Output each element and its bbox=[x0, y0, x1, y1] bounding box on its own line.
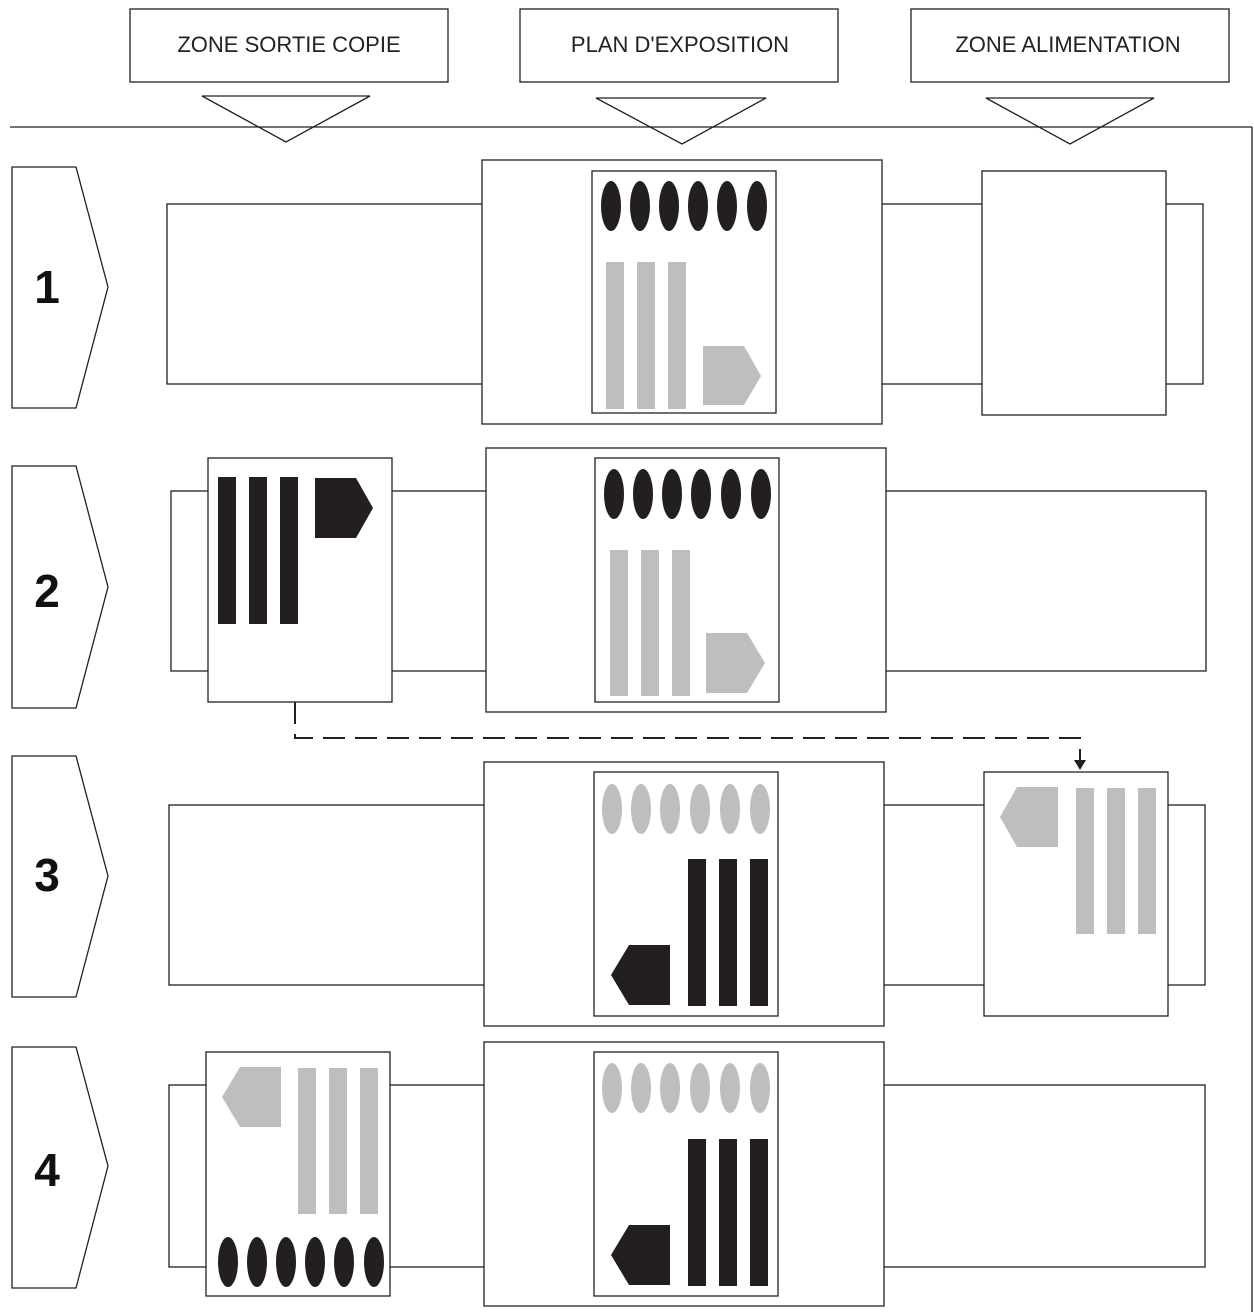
pentagon-gray bbox=[1000, 787, 1058, 847]
transfer-arrow bbox=[294, 702, 1086, 770]
step-number: 3 bbox=[34, 849, 60, 901]
bars-black bbox=[218, 477, 298, 624]
bars-gray bbox=[610, 550, 690, 696]
feed-tray bbox=[883, 490, 1207, 672]
bars-gray bbox=[298, 1068, 378, 1214]
output-tray bbox=[168, 804, 486, 986]
step-marker-2: 2 bbox=[11, 465, 109, 709]
pentagon-black bbox=[611, 945, 670, 1005]
pentagon-gray bbox=[706, 633, 765, 693]
bars-black bbox=[688, 859, 768, 1006]
ellipse-row-gray bbox=[602, 784, 770, 834]
header-zone-alimentation: ZONE ALIMENTATION bbox=[910, 8, 1230, 145]
step-marker-4: 4 bbox=[11, 1046, 109, 1289]
feed-tray bbox=[882, 1084, 1206, 1268]
pentagon-gray bbox=[703, 346, 761, 405]
pentagon-black bbox=[611, 1225, 670, 1285]
header-arrow-right bbox=[985, 97, 1155, 145]
header-zone-sortie-copie: ZONE SORTIE COPIE bbox=[129, 8, 449, 143]
bars-gray bbox=[606, 262, 686, 409]
header-label-right: ZONE ALIMENTATION bbox=[955, 32, 1180, 57]
header-label-center: PLAN D'EXPOSITION bbox=[571, 32, 789, 57]
header-label-left: ZONE SORTIE COPIE bbox=[177, 32, 400, 57]
output-tray bbox=[166, 203, 484, 385]
row-1 bbox=[166, 159, 1204, 425]
step-number: 1 bbox=[34, 261, 60, 313]
header-plan-exposition: PLAN D'EXPOSITION bbox=[519, 8, 839, 145]
ellipse-row-gray bbox=[602, 1063, 770, 1113]
step-marker-3: 3 bbox=[11, 755, 109, 998]
step-marker-1: 1 bbox=[11, 166, 109, 409]
row-3 bbox=[168, 761, 1206, 1027]
arrow-head-icon bbox=[1074, 760, 1086, 770]
row-2 bbox=[170, 447, 1207, 713]
ellipse-row-black bbox=[604, 469, 771, 519]
ellipse-row-black bbox=[601, 181, 767, 231]
bars-gray bbox=[1076, 788, 1156, 934]
pentagon-black bbox=[315, 478, 373, 538]
feed-sheet bbox=[981, 170, 1167, 416]
ellipse-row-black bbox=[218, 1237, 384, 1287]
header-arrow-left bbox=[201, 95, 371, 143]
step-number: 2 bbox=[34, 565, 60, 617]
header-arrow-center bbox=[595, 97, 767, 145]
pentagon-gray bbox=[222, 1067, 281, 1127]
bars-black bbox=[688, 1139, 768, 1286]
step-number: 4 bbox=[34, 1144, 60, 1196]
row-4 bbox=[168, 1041, 1206, 1307]
